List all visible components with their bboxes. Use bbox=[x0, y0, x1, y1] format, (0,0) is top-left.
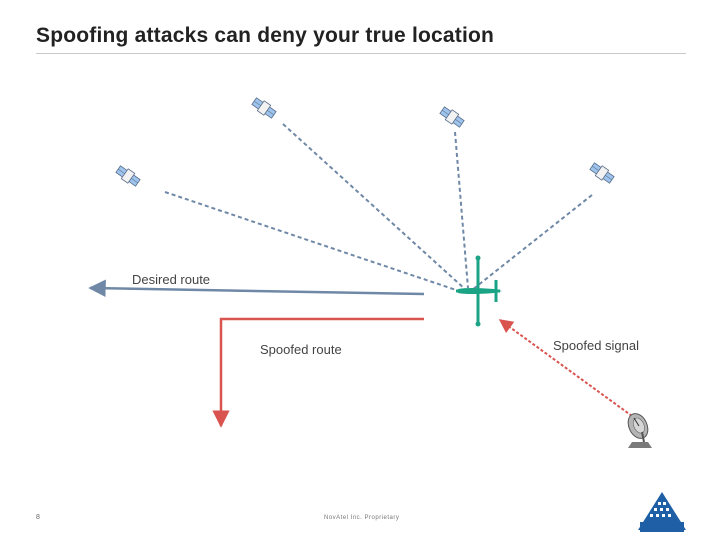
page-number: 8 bbox=[36, 514, 40, 521]
spoofer-dish-icon bbox=[627, 413, 652, 448]
aircraft-icon bbox=[456, 255, 502, 327]
spoofed-signal-label: Spoofed signal bbox=[553, 338, 640, 353]
signal-line-2 bbox=[282, 123, 467, 291]
satellite-icon bbox=[114, 163, 142, 189]
signal-line-3 bbox=[454, 131, 469, 289]
footer-proprietary: NovAtel Inc. Proprietary bbox=[324, 515, 400, 521]
satellite-icon bbox=[250, 95, 278, 121]
desired-route-arrow bbox=[88, 279, 425, 298]
satellite-signal-lines bbox=[164, 123, 593, 293]
slide-title: Spoofing attacks can deny your true loca… bbox=[36, 24, 495, 47]
spoofed-signal-line bbox=[498, 319, 633, 417]
satellite-icon bbox=[588, 160, 616, 186]
novatel-logo bbox=[638, 492, 686, 532]
spoofed-route-arrow bbox=[212, 317, 424, 428]
spoofed-route-label: Spoofed route bbox=[260, 342, 342, 357]
satellite-icon bbox=[438, 104, 466, 130]
desired-route-label: Desired route bbox=[132, 272, 211, 287]
title-divider bbox=[36, 53, 686, 54]
signal-line-4 bbox=[471, 194, 593, 291]
signal-line-1 bbox=[164, 191, 463, 293]
